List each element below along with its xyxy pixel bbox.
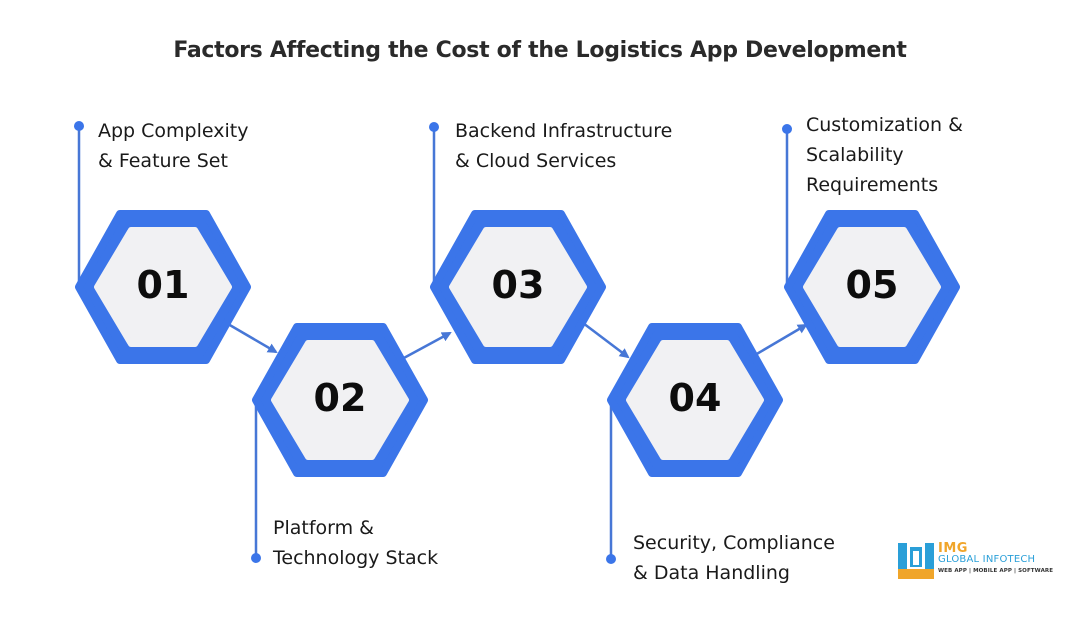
callout-line-04 xyxy=(606,400,616,564)
step-label-04-line2: & Data Handling xyxy=(633,562,790,584)
step-number-01: 01 xyxy=(136,263,190,307)
step-label-05-line2: Scalability xyxy=(806,144,904,166)
callout-line-01 xyxy=(74,121,84,287)
step-label-02-line1: Platform & xyxy=(273,517,374,539)
step-label-01: App Complexity & Feature Set xyxy=(98,116,248,176)
company-logo: IMG GLOBAL INFOTECH WEB APP | MOBILE APP… xyxy=(898,541,1053,583)
callout-line-05 xyxy=(782,124,792,287)
step-number-05: 05 xyxy=(845,263,899,307)
arrow-03-04 xyxy=(582,322,630,359)
hexagon-02 xyxy=(252,323,428,477)
hexagon-01 xyxy=(75,210,251,364)
logo-tagline: WEB APP | MOBILE APP | SOFTWARE xyxy=(938,568,1054,574)
callout-line-03 xyxy=(429,122,439,287)
arrow-04-05 xyxy=(754,323,808,357)
step-label-02-line2: Technology Stack xyxy=(273,547,439,569)
logo-name: GLOBAL INFOTECH xyxy=(938,554,1036,565)
step-label-03-line1: Backend Infrastructure xyxy=(455,120,673,142)
step-number-03: 03 xyxy=(491,263,545,307)
logo-mark-icon xyxy=(898,543,934,579)
logo-brand: IMG xyxy=(938,541,968,556)
step-label-04: Security, Compliance & Data Handling xyxy=(633,528,835,588)
step-label-03: Backend Infrastructure & Cloud Services xyxy=(455,116,672,176)
arrow-02-03 xyxy=(401,331,452,361)
step-label-04-line1: Security, Compliance xyxy=(633,532,835,554)
step-label-03-line2: & Cloud Services xyxy=(455,150,617,172)
step-label-01-line1: App Complexity xyxy=(98,120,249,142)
hexagon-03 xyxy=(430,210,606,364)
hexagon-04 xyxy=(607,323,783,477)
diagram-title: Factors Affecting the Cost of the Logist… xyxy=(173,38,907,63)
hexagon-05 xyxy=(784,210,960,364)
step-number-04: 04 xyxy=(668,376,722,420)
step-label-02: Platform & Technology Stack xyxy=(273,513,438,573)
step-label-01-line2: & Feature Set xyxy=(98,150,228,172)
arrow-01-02 xyxy=(227,322,278,354)
callout-line-02 xyxy=(251,400,261,563)
step-label-05: Customization & Scalability Requirements xyxy=(806,110,963,200)
step-label-05-line1: Customization & xyxy=(806,114,963,136)
step-label-05-line3: Requirements xyxy=(806,174,939,196)
step-number-02: 02 xyxy=(313,376,367,420)
